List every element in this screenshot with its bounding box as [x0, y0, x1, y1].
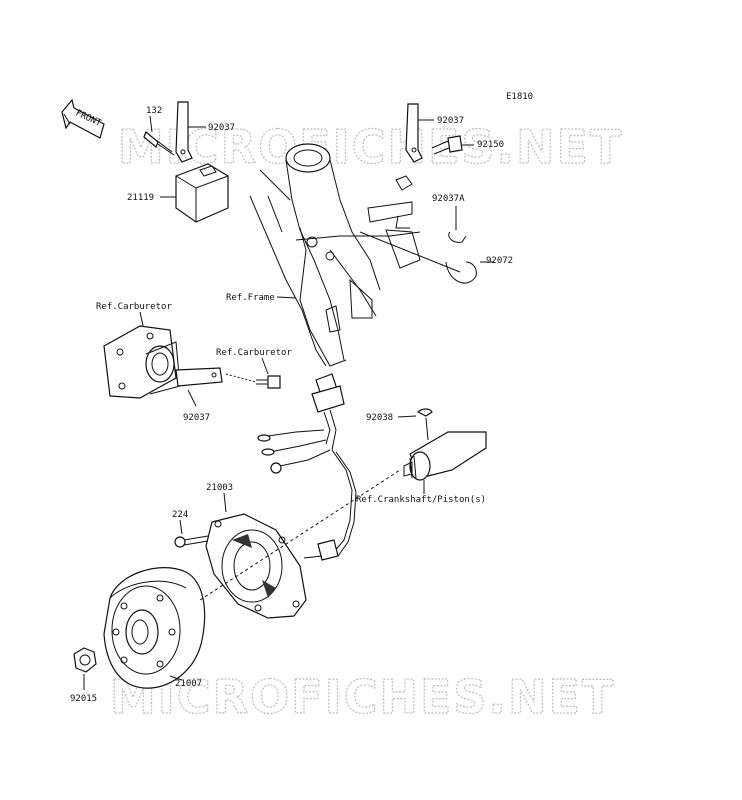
nut-92015	[73, 647, 97, 673]
carburetor-flange	[103, 325, 181, 399]
bolt-132	[143, 131, 175, 156]
flywheel-21007	[103, 567, 206, 689]
callout-ref-carburetor-left: Ref.Carburetor	[96, 302, 172, 312]
key-92038	[416, 408, 433, 417]
watermark-top: MICROFICHES.NET	[118, 120, 623, 174]
callout-92015: 92015	[70, 694, 97, 704]
wiring-connector	[257, 373, 357, 561]
frame	[249, 143, 461, 367]
callout-132: 132	[146, 106, 162, 116]
callout-92150: 92150	[477, 140, 504, 150]
bolt-carburetor	[256, 375, 281, 389]
callout-21003: 21003	[206, 483, 233, 493]
band-92072	[445, 261, 477, 284]
callout-ref-carburetor-mid: Ref.Carburetor	[216, 348, 292, 358]
bolt-92150	[431, 135, 463, 155]
diagram-code: E1810	[506, 92, 533, 102]
callout-92037-left: 92037	[208, 123, 235, 133]
relay-21119	[175, 163, 229, 223]
callout-92038: 92038	[366, 413, 393, 423]
crankshaft	[403, 431, 487, 481]
stator-21003	[205, 513, 307, 619]
bracket-92037-left	[175, 101, 193, 163]
callout-92037-mid: 92037	[183, 413, 210, 423]
callout-92037A: 92037A	[432, 194, 465, 204]
callout-21119: 21119	[127, 193, 154, 203]
front-arrow-icon: FRONT	[61, 98, 105, 139]
clip-92037A	[448, 231, 467, 243]
bolt-224	[174, 535, 209, 548]
callout-92037-right: 92037	[437, 116, 464, 126]
callout-ref-frame: Ref.Frame	[226, 293, 275, 303]
callout-224: 224	[172, 510, 188, 520]
bracket-92037-mid	[175, 367, 223, 387]
callout-92072: 92072	[486, 256, 513, 266]
callout-ref-crankshaft: Ref.Crankshaft/Piston(s)	[356, 495, 486, 505]
callout-21007: 21007	[175, 679, 202, 689]
watermark-bottom: MICROFICHES.NET	[110, 670, 615, 724]
bracket-92037-right	[405, 103, 423, 163]
